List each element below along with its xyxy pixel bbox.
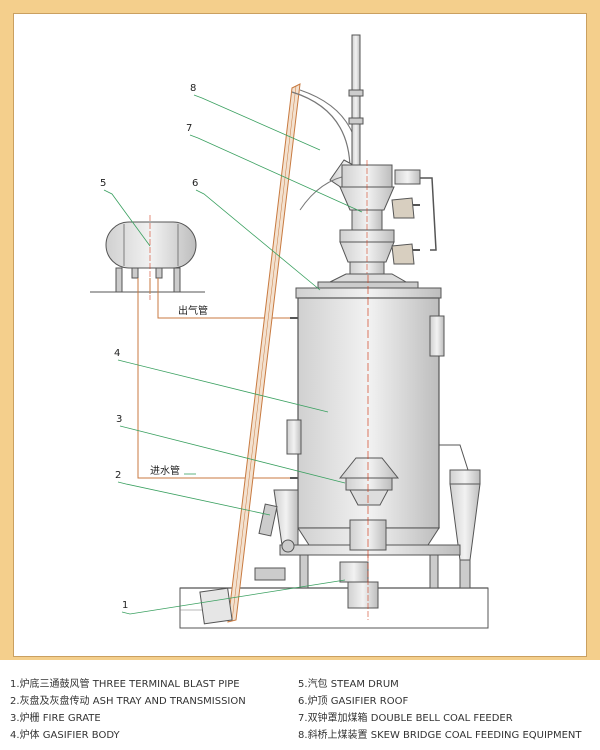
legend-item-1: 1.炉底三通鼓风管 THREE TERMINAL BLAST PIPE	[10, 679, 240, 690]
legend-item-6: 6.炉顶 GASIFIER ROOF	[298, 696, 409, 707]
gasifier-diagram: 1 2 3 4 5 6 7 8 出气管 进水管	[90, 34, 489, 629]
fire-grate	[338, 457, 400, 506]
legend-item-7: 7.双钟罩加煤箱 DOUBLE BELL COAL FEEDER	[298, 713, 513, 724]
steam-drum	[90, 215, 205, 300]
legend-item-5: 5.汽包 STEAM DRUM	[298, 679, 399, 690]
legend-item-8: 8.斜桥上煤装置 SKEW BRIDGE COAL FEEDING EQUIPM…	[298, 730, 582, 741]
legend: 1.炉底三通鼓风管 THREE TERMINAL BLAST PIPE 2.灰盘…	[0, 660, 600, 750]
inlet-pipe-label: 进水管	[150, 464, 180, 477]
callout-4: 4	[114, 348, 120, 359]
outlet-pipe-label: 出气管	[178, 304, 208, 317]
ash-chute	[449, 469, 481, 589]
vent-pipe	[348, 34, 364, 166]
callout-7: 7	[186, 123, 192, 134]
callout-6: 6	[192, 178, 198, 189]
callout-5: 5	[100, 178, 106, 189]
pipes	[137, 278, 290, 479]
double-bell-coal-feeder	[339, 160, 437, 285]
legend-item-4: 4.炉体 GASIFIER BODY	[10, 730, 120, 741]
legend-item-3: 3.炉栅 FIRE GRATE	[10, 713, 101, 724]
callout-8: 8	[190, 83, 196, 94]
callout-2: 2	[115, 470, 121, 481]
callout-1: 1	[122, 600, 128, 611]
blast-pipe	[339, 555, 379, 620]
callout-lines	[103, 94, 363, 615]
callout-3: 3	[116, 414, 122, 425]
legend-item-2: 2.灰盘及灰盘传动 ASH TRAY AND TRANSMISSION	[10, 696, 246, 707]
